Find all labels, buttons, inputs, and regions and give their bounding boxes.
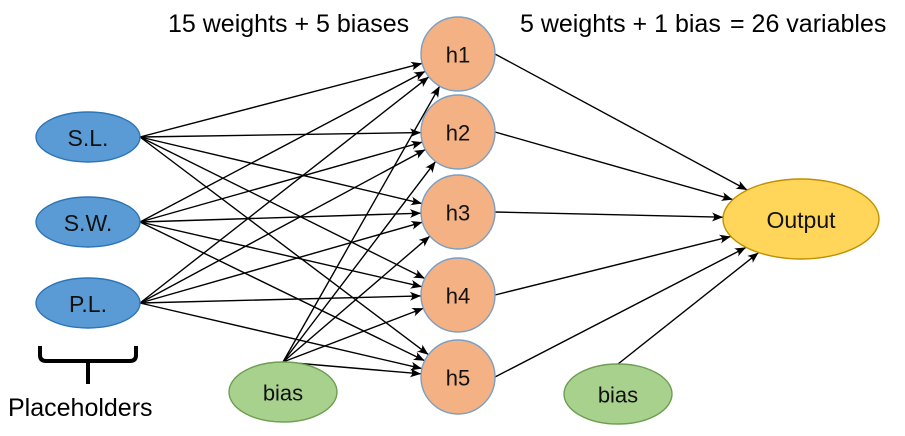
node-shape (420, 257, 496, 333)
node-shape (722, 178, 880, 260)
edge-input-hidden (139, 302, 423, 371)
edge-hidden-output (494, 53, 748, 191)
input-node-in-sl[interactable]: S.L. (35, 111, 141, 163)
edge-input-hidden (139, 136, 429, 356)
edge-bias-hidden (282, 85, 441, 363)
edge-hidden-output (494, 211, 724, 222)
hidden-node-h2[interactable]: h2 (420, 94, 496, 170)
output-node-out[interactable]: Output (722, 178, 880, 260)
input-node-in-sw[interactable]: S.W. (35, 196, 141, 248)
hidden-node-h5[interactable]: h5 (420, 339, 496, 415)
input-node-in-pl[interactable]: P.L. (35, 277, 141, 329)
hidden-node-h3[interactable]: h3 (420, 174, 496, 250)
node-shape (563, 363, 673, 425)
edge-input-hidden (139, 128, 422, 138)
brace-path (38, 346, 138, 363)
edge-input-hidden (139, 140, 423, 223)
node-shape (420, 339, 496, 415)
node-shape (35, 111, 141, 163)
hidden-node-h1[interactable]: h1 (420, 16, 496, 92)
edge-bias-hidden (282, 307, 424, 363)
edge-input-hidden (139, 136, 423, 206)
edge-input-hidden (139, 209, 422, 223)
placeholders-brace (38, 346, 138, 384)
annotation-layer: 15 weights + 5 biases 5 weights + 1 bias =… (8, 10, 886, 422)
node-shape (228, 361, 338, 423)
edge-input-hidden (139, 221, 423, 289)
edge-input-hidden (139, 221, 426, 362)
node-shape (420, 94, 496, 170)
edge-bias-hidden (282, 235, 431, 363)
ann-output-params: 5 weights + 1 bias (520, 10, 721, 38)
edge-input-hidden (139, 61, 423, 138)
node-shape (420, 16, 496, 92)
ann-total-params: = 26 variables (730, 10, 886, 38)
edge-hidden-output (494, 234, 731, 296)
edge-input-hidden (139, 148, 426, 304)
bias-node-bias-output[interactable]: bias (563, 363, 673, 425)
node-shape (35, 196, 141, 248)
edge-hidden-output (494, 246, 747, 378)
ann-hidden-params: 15 weights + 5 biases (168, 10, 409, 38)
node-shape (420, 174, 496, 250)
edge-input-hidden (139, 76, 430, 304)
hidden-node-h4[interactable]: h4 (420, 257, 496, 333)
edge-layer (139, 53, 760, 378)
edge-bias-output (617, 252, 760, 365)
bias-node-bias-hidden[interactable]: bias (228, 361, 338, 423)
edge-input-hidden (139, 136, 426, 280)
edge-bias-hidden (282, 161, 437, 363)
edge-input-hidden (139, 291, 422, 304)
ann-placeholders: Placeholders (8, 394, 153, 422)
edge-hidden-output (494, 131, 733, 201)
edge-input-hidden (139, 220, 423, 304)
edge-bias-hidden (282, 361, 422, 378)
node-shape (35, 277, 141, 329)
edge-input-hidden (139, 70, 426, 223)
